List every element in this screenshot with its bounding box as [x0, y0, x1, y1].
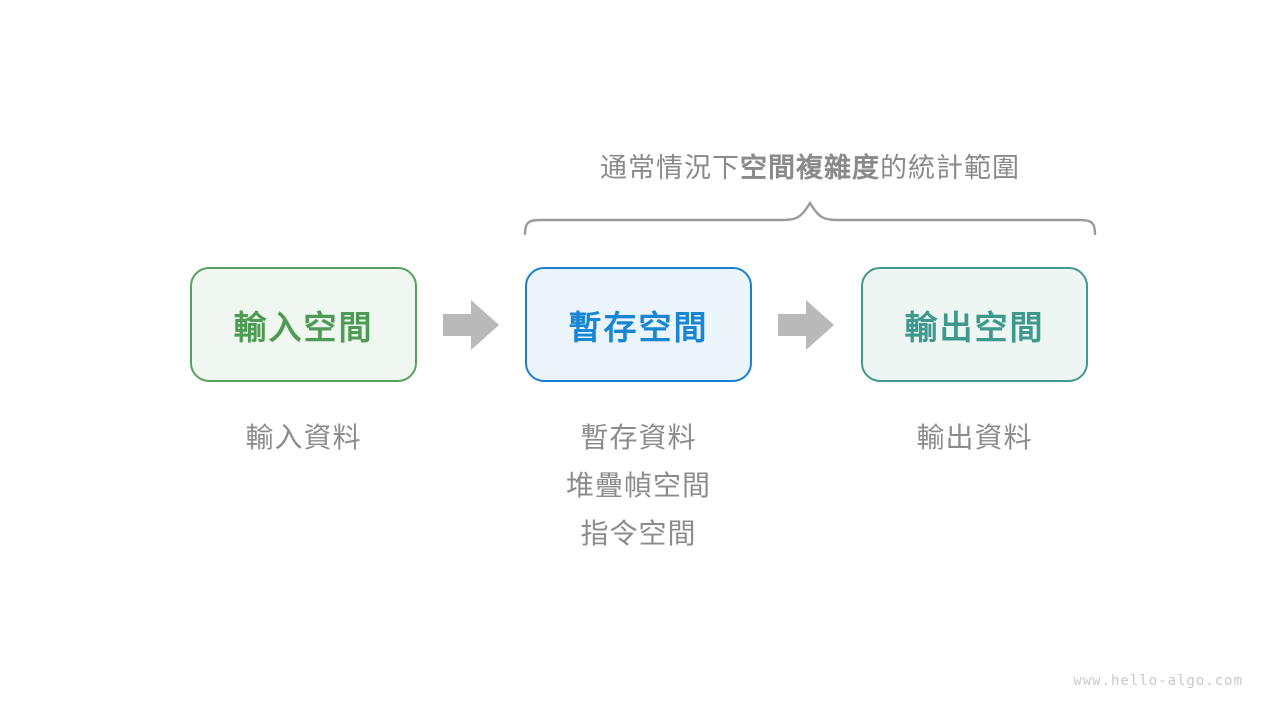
flow-arrow-2 — [778, 300, 834, 350]
note-label: 輸出資料 — [916, 422, 1033, 453]
flow-arrow-1 — [443, 300, 499, 350]
notes-output-space: 輸出資料 — [861, 414, 1088, 462]
watermark: www.hello-algo.com — [1073, 673, 1243, 689]
title-bold-term: 空間複雜度 — [740, 153, 880, 183]
notes-input-space: 輸入資料 — [190, 414, 417, 462]
box-input-space: 輸入空間 — [190, 267, 417, 382]
right-arrow-icon — [778, 300, 834, 350]
right-arrow-icon — [443, 300, 499, 350]
scope-brace — [523, 200, 1097, 236]
note-label: 暫存資料 — [580, 422, 697, 453]
box-temp-space: 暫存空間 — [525, 267, 752, 382]
curly-brace-icon — [523, 200, 1097, 236]
right-arrow-shape — [778, 300, 834, 350]
notes-temp-space: 暫存資料 堆疊幀空間 指令空間 — [525, 414, 752, 558]
title-suffix: 的統計範圍 — [880, 153, 1020, 183]
page-title: 通常情況下空間複雜度的統計範圍 — [523, 146, 1097, 185]
box-output-space: 輸出空間 — [861, 267, 1088, 382]
title-prefix: 通常情況下 — [600, 153, 740, 183]
note-label: 指令空間 — [580, 518, 697, 549]
note-label: 堆疊幀空間 — [565, 470, 711, 501]
box-input-space-label: 輸入空間 — [233, 308, 374, 346]
note-label: 輸入資料 — [245, 422, 362, 453]
box-output-space-label: 輸出空間 — [904, 308, 1045, 346]
curly-brace-path — [523, 200, 1097, 236]
right-arrow-shape — [443, 300, 499, 350]
box-temp-space-label: 暫存空間 — [568, 308, 709, 346]
